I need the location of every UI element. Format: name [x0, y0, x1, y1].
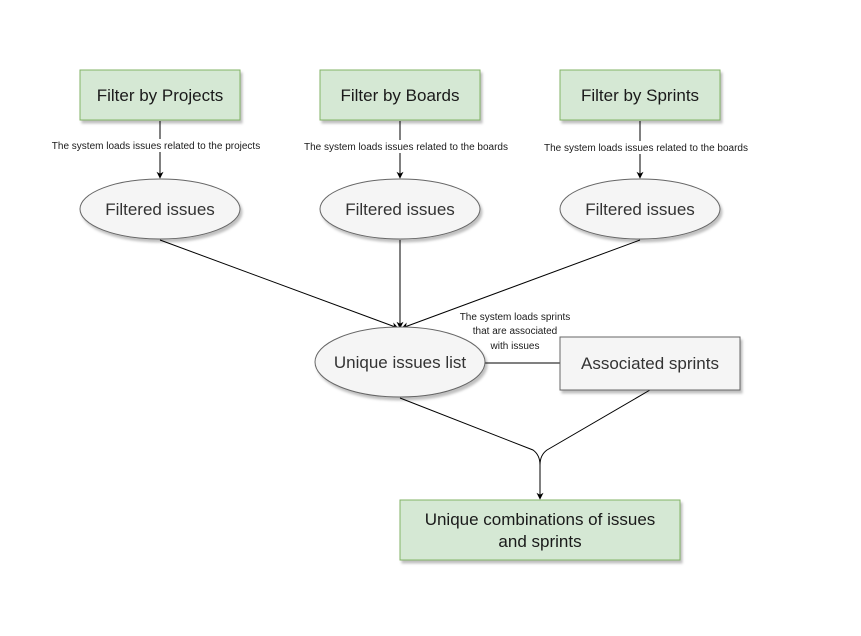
edge-label-sprints-group: The system loads issues related to the b…	[533, 141, 759, 154]
node-filtered-issues-2-label: Filtered issues	[345, 200, 455, 219]
node-filtered-issues-3-label: Filtered issues	[585, 200, 695, 219]
node-filter-boards-label: Filter by Boards	[340, 86, 459, 105]
edge-label-sprints: The system loads issues related to the b…	[544, 143, 748, 154]
edges	[156, 121, 651, 500]
node-unique-issues-list-label: Unique issues list	[334, 353, 467, 372]
edge-label-sprints-assoc: The system loads sprints that are associ…	[460, 312, 571, 352]
edge-unique-to-combinations	[399, 397, 544, 500]
edge-label-boards-group: The system loads issues related to the b…	[293, 140, 519, 153]
edge-sprints-to-combinations	[539, 389, 651, 466]
node-filter-boards	[319, 69, 481, 121]
node-associated-sprints-label: Associated sprints	[581, 354, 719, 373]
node-filter-sprints-label: Filter by Sprints	[581, 86, 699, 105]
node-filter-sprints	[559, 69, 721, 121]
node-unique-combinations-label-line1: Unique combinations of issues	[425, 510, 656, 529]
node-unique-issues-list	[314, 326, 486, 398]
node-filter-projects	[79, 69, 241, 121]
node-filtered-issues-3	[559, 178, 721, 240]
edge-label-sprints-assoc-line1: The system loads sprints	[460, 312, 571, 323]
edge-filtered3-to-unique	[401, 239, 641, 330]
edge-label-sprints-assoc-line3: with issues	[490, 341, 540, 352]
node-associated-sprints	[559, 336, 741, 391]
node-unique-combinations	[399, 499, 681, 561]
node-unique-combinations-label-line2: and sprints	[498, 532, 581, 551]
node-filtered-issues-1	[79, 178, 241, 240]
node-filter-projects-label: Filter by Projects	[97, 86, 224, 105]
edge-label-boards: The system loads issues related to the b…	[304, 142, 508, 153]
edge-label-projects-group: The system loads issues related to the p…	[40, 139, 272, 152]
node-filtered-issues-1-label: Filtered issues	[105, 200, 215, 219]
edge-label-sprints-assoc-line2: that are associated	[473, 326, 558, 337]
edge-filtered1-to-unique	[159, 239, 399, 330]
edge-label-projects: The system loads issues related to the p…	[52, 141, 260, 152]
node-filtered-issues-2	[319, 178, 481, 240]
